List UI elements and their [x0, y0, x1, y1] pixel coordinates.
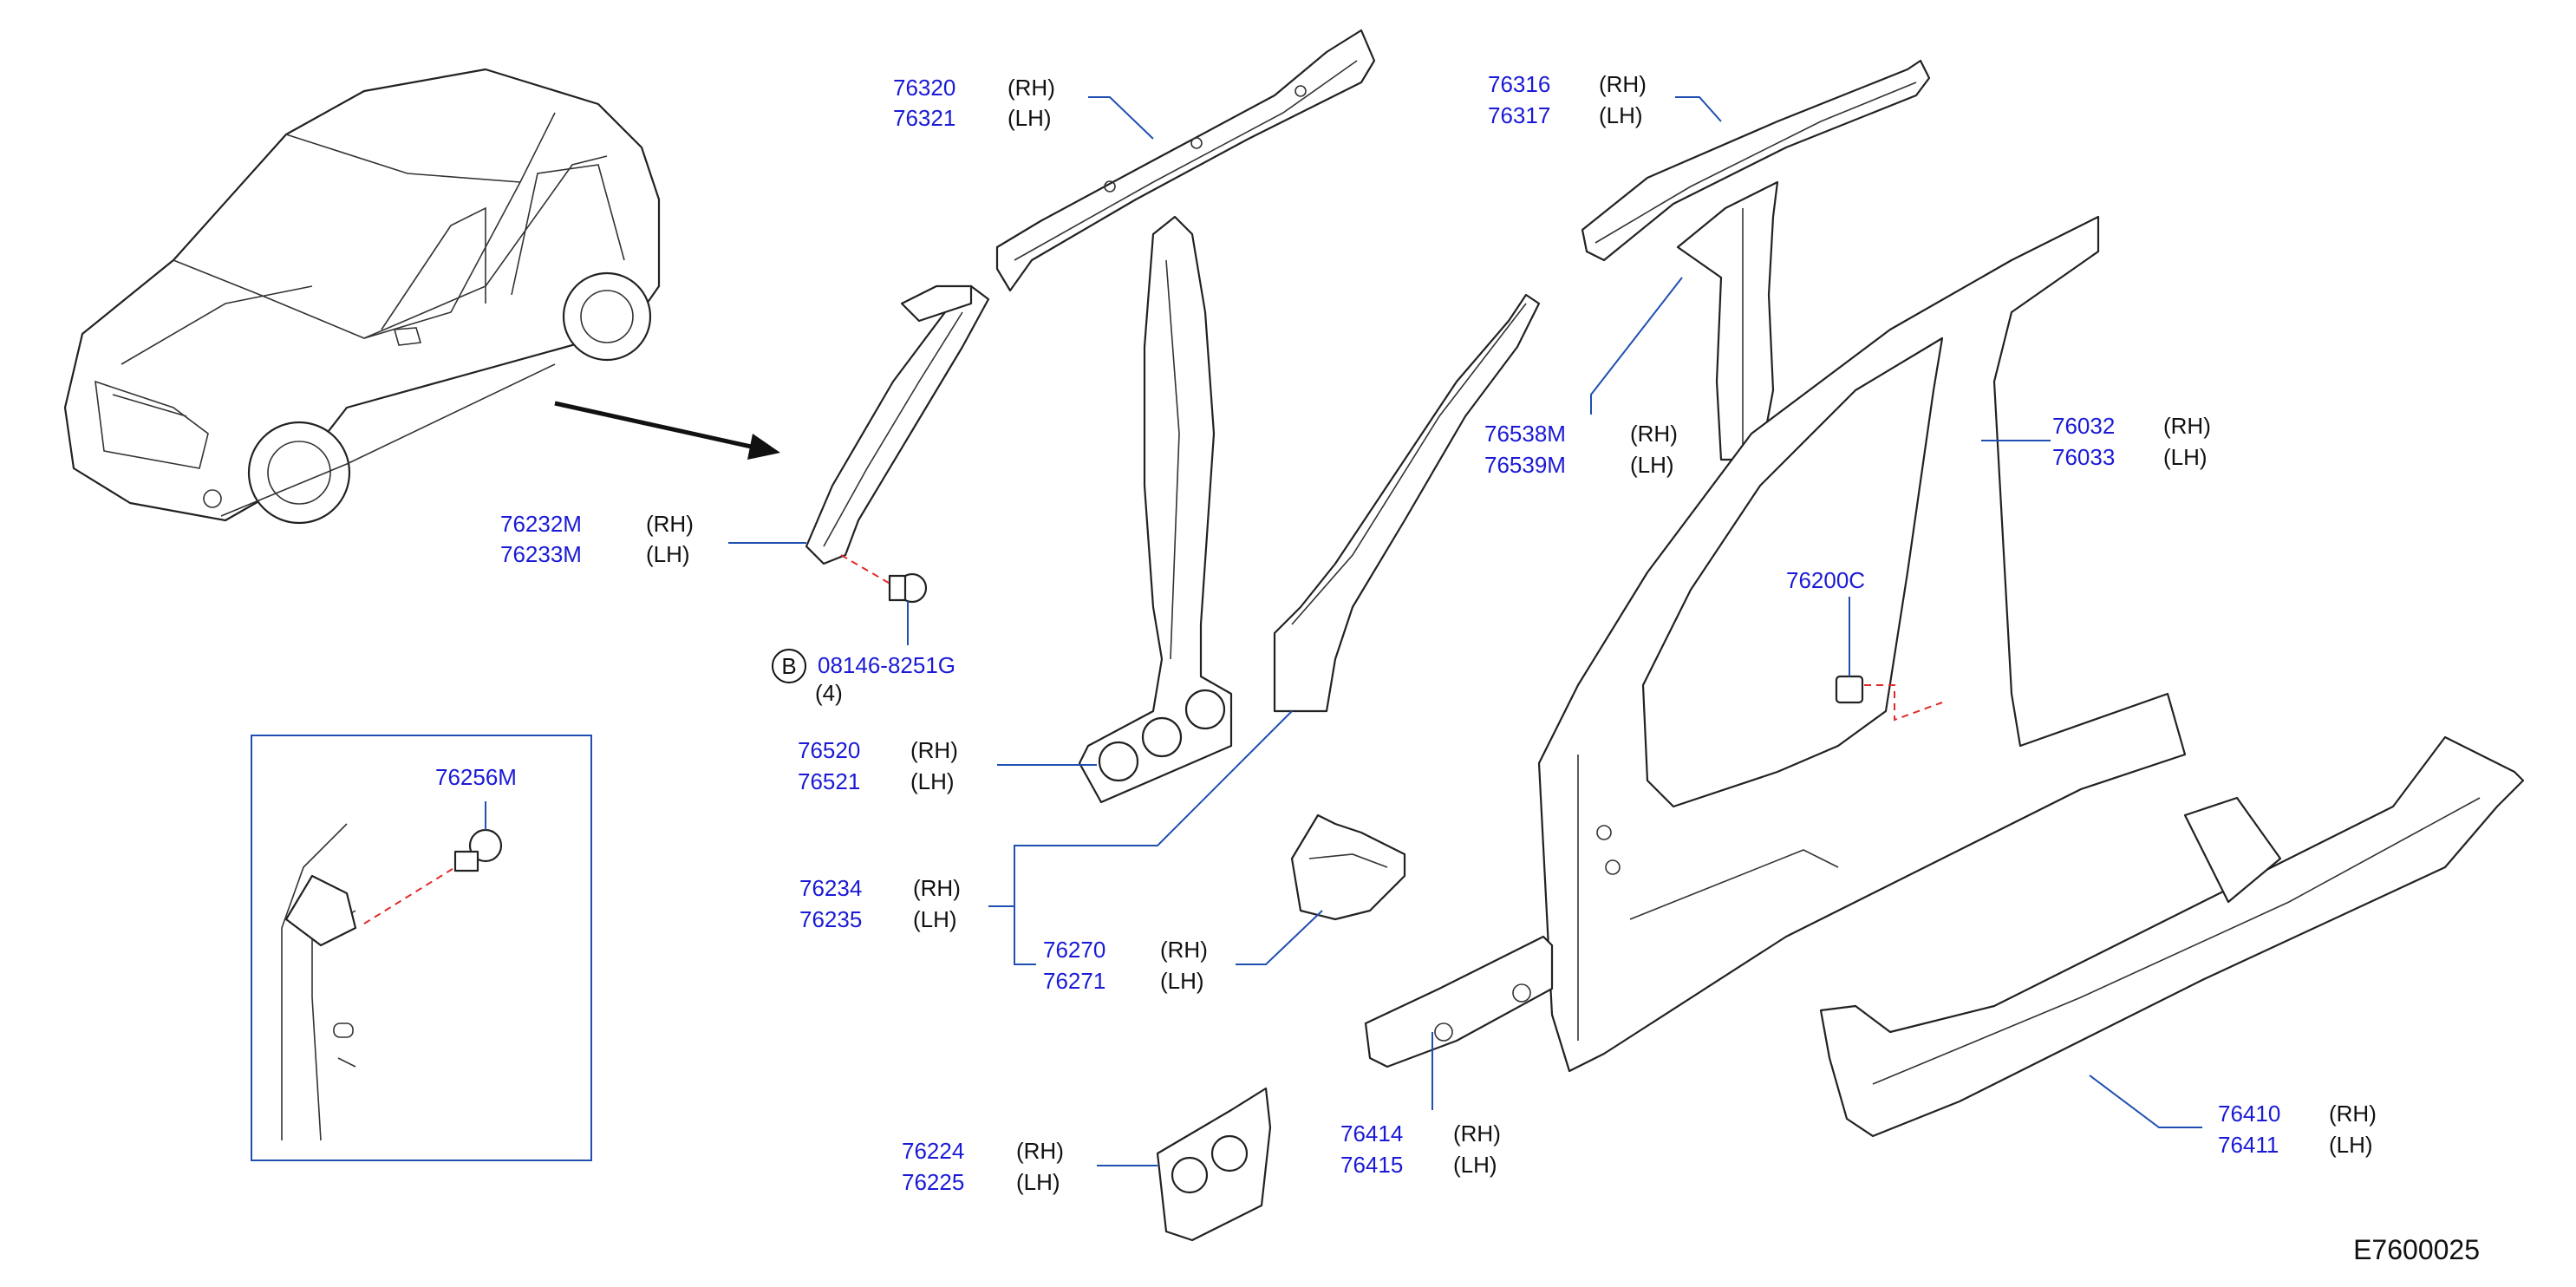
- leader-lines: [485, 96, 2202, 1166]
- side-label: (RH): [2329, 1101, 2377, 1127]
- pillar-reinforcement-part: [1156, 1087, 1272, 1242]
- bolt-part-number: 08146-8251G: [818, 652, 955, 678]
- part-number: 76539M: [1484, 452, 1566, 478]
- side-label: (LH): [1453, 1152, 1497, 1178]
- direction-arrow-head: [747, 434, 780, 460]
- part-number: 76232M: [500, 511, 582, 537]
- part-number: 76235: [799, 906, 862, 932]
- callout-pillar-extension: 76270 (RH) 76271 (LH): [1043, 937, 1208, 994]
- part-number: 76410: [2218, 1101, 2280, 1127]
- side-label: (LH): [1016, 1169, 1060, 1195]
- side-label: (LH): [913, 906, 957, 932]
- callout-lower-pillar: 76520 (RH) 76521 (LH): [798, 737, 958, 794]
- part-number: 76414: [1340, 1120, 1403, 1147]
- part-number: 76224: [902, 1138, 964, 1164]
- part-number: 76271: [1043, 968, 1105, 994]
- callout-body-side-outer: 76032 (RH) 76033 (LH): [2052, 413, 2211, 470]
- detail-inset-frame: [251, 735, 592, 1161]
- side-label: (RH): [1016, 1138, 1064, 1164]
- roof-rail-inner-part: [995, 29, 1376, 292]
- side-label: (RH): [1630, 421, 1678, 447]
- sill-inner-part: [1364, 935, 1554, 1068]
- part-number: 76321: [893, 105, 955, 131]
- part-number: 76520: [798, 737, 860, 763]
- callout-roof-rail-outer: 76316 (RH) 76317 (LH): [1488, 71, 1647, 128]
- callout-sill-outer: 76410 (RH) 76411 (LH): [2218, 1101, 2377, 1158]
- side-label: (LH): [646, 541, 690, 567]
- roof-rail-outer-part: [1581, 59, 1931, 262]
- diagram-code: E7600025: [2353, 1234, 2480, 1265]
- bolt-callout: B 08146-8251G (4): [772, 649, 955, 706]
- vehicle-illustration: [63, 68, 661, 525]
- side-label: (LH): [910, 768, 955, 794]
- bolt-badge-circle: [772, 649, 806, 683]
- callout-center-pillar-inner: 76538M (RH) 76539M (LH): [1484, 421, 1678, 478]
- part-number: 76270: [1043, 937, 1105, 963]
- center-pillar-inner-part: [1676, 180, 1779, 461]
- direction-arrow: [554, 401, 764, 452]
- lower-pillar-part: [1078, 215, 1233, 804]
- part-number: 76411: [2218, 1132, 2279, 1158]
- side-label: (LH): [2329, 1132, 2373, 1158]
- side-label: (LH): [1599, 102, 1643, 128]
- bolt-08146: [840, 554, 928, 604]
- side-label: (RH): [1453, 1120, 1501, 1147]
- callout-roof-rail-inner: 76320 (RH) 76321 (LH): [893, 75, 1055, 131]
- front-pillar-inner-part: [805, 284, 990, 565]
- part-number: 76033: [2052, 444, 2115, 470]
- side-label: (LH): [2163, 444, 2208, 470]
- sill-outer-part: [1819, 735, 2525, 1138]
- inset-part-number: 76256M: [435, 764, 517, 790]
- part-number: 76521: [798, 768, 860, 794]
- callout-sill-inner: 76414 (RH) 76415 (LH): [1340, 1120, 1501, 1178]
- callout-front-pillar-inner: 76232M (RH) 76233M (LH): [500, 511, 694, 567]
- part-number: 76225: [902, 1169, 964, 1195]
- side-label: (RH): [2163, 413, 2211, 439]
- side-label: (LH): [1630, 452, 1674, 478]
- part-number: 76538M: [1484, 421, 1566, 447]
- part-number: 76317: [1488, 102, 1550, 128]
- side-label: (LH): [1008, 105, 1052, 131]
- clip-part-number: 76200C: [1786, 567, 1865, 593]
- callout-front-pillar-outer: 76234 (RH) 76235 (LH): [799, 875, 961, 932]
- side-label: (LH): [1160, 968, 1204, 994]
- part-number: 76233M: [500, 541, 582, 567]
- side-label: (RH): [1160, 937, 1208, 963]
- inset-illustration: [281, 823, 503, 1141]
- front-pillar-outer-part: [1273, 293, 1541, 713]
- part-number: 76032: [2052, 413, 2115, 439]
- part-number: 76320: [893, 75, 955, 101]
- side-label: (RH): [1599, 71, 1647, 97]
- bolt-badge-letter: B: [781, 653, 796, 679]
- callout-pillar-reinforcement: 76224 (RH) 76225 (LH): [902, 1138, 1064, 1195]
- side-label: (RH): [910, 737, 958, 763]
- side-label: (RH): [1008, 75, 1055, 101]
- pillar-extension-part: [1290, 813, 1406, 921]
- bolt-quantity: (4): [815, 680, 843, 706]
- part-number: 76415: [1340, 1152, 1403, 1178]
- part-number: 76316: [1488, 71, 1550, 97]
- side-label: (RH): [646, 511, 694, 537]
- side-label: (RH): [913, 875, 961, 901]
- part-number: 76234: [799, 875, 862, 901]
